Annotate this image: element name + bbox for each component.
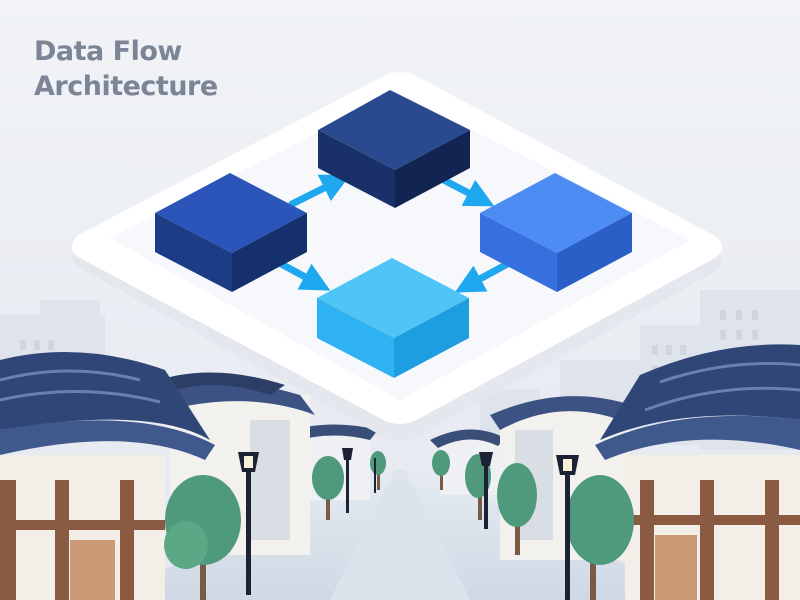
node-bottom <box>317 258 469 378</box>
street-lamps <box>238 448 579 600</box>
title-line-1: Data Flow <box>34 36 182 67</box>
node-right <box>480 173 632 292</box>
arrow-right-to-bottom <box>454 257 517 293</box>
node-left <box>155 173 307 292</box>
right-hanok-near <box>595 344 800 600</box>
street-center <box>330 470 470 600</box>
title-line-2: Architecture <box>34 71 218 102</box>
left-hanok-near <box>0 352 215 600</box>
arrow-left-to-top <box>288 174 351 208</box>
page-title: Data Flow Architecture <box>34 34 294 104</box>
node-top <box>318 90 470 208</box>
trees <box>164 450 634 600</box>
